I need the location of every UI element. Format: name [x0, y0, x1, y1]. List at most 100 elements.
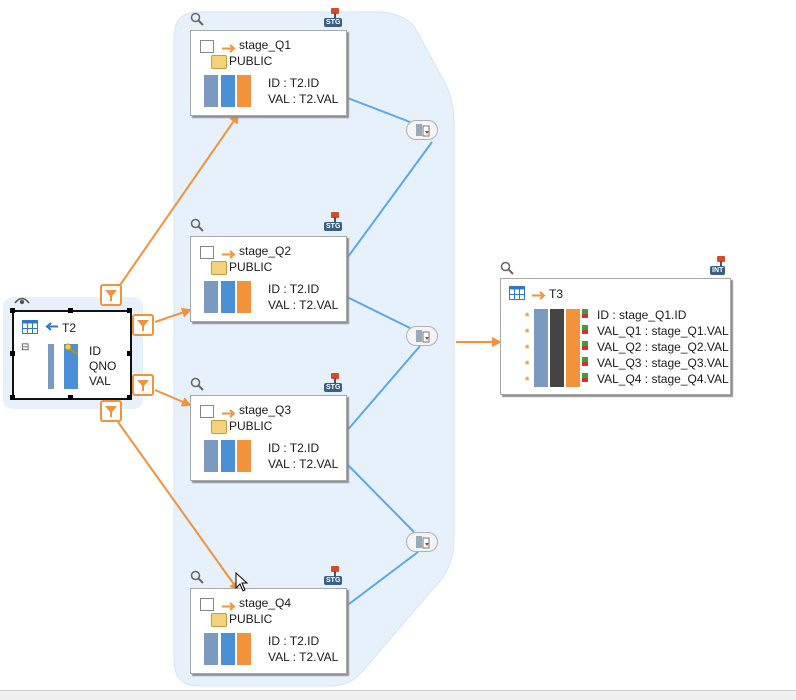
link-stage3-join3 — [344, 461, 415, 533]
table-icon — [200, 246, 214, 259]
magnifier-icon[interactable] — [190, 218, 204, 232]
stage-schema: PUBLIC — [229, 419, 273, 433]
attr-column-icon — [237, 440, 251, 472]
filter-icon[interactable] — [132, 374, 154, 396]
target-attr[interactable]: VAL_Q2 : stage_Q2.VAL — [597, 340, 729, 354]
attr-column-icon — [48, 344, 54, 389]
source-attr-id[interactable]: ID — [89, 344, 101, 358]
join-icon[interactable] — [406, 532, 438, 552]
source-table-t2[interactable]: T2 ⊟ ID QNO VAL — [12, 310, 132, 400]
target-table-t3[interactable]: T3 * * * * * ID : stage_Q1.ID VAL_Q1 : s… — [500, 278, 731, 395]
link-t2-stage3 — [154, 389, 192, 407]
collapse-icon[interactable]: ⊟ — [21, 342, 30, 353]
source-name: T2 — [62, 321, 77, 335]
link-stage2-join1 — [344, 141, 433, 262]
source-attr-qno[interactable]: QNO — [89, 359, 117, 373]
stage-node-q3[interactable]: stage_Q3 PUBLIC ID : T2.ID VAL : T2.VAL — [190, 395, 347, 481]
table-icon — [509, 286, 525, 300]
filter-icon[interactable] — [100, 284, 122, 306]
table-icon — [200, 405, 214, 418]
stage-name: stage_Q3 — [239, 403, 292, 417]
schema-icon — [211, 55, 227, 69]
attr-status-icon — [582, 309, 588, 387]
link-stage3-join2 — [344, 345, 421, 434]
attr-column-icon — [237, 281, 251, 313]
target-attr[interactable]: VAL_Q1 : stage_Q1.VAL — [597, 324, 729, 338]
schema-icon — [211, 420, 227, 434]
stage-attr[interactable]: ID : T2.ID — [268, 282, 320, 296]
magnifier-icon[interactable] — [190, 12, 204, 26]
stage-schema: PUBLIC — [229, 612, 273, 626]
attr-column-icon — [534, 309, 548, 387]
link-stage2-join2 — [344, 295, 411, 329]
stage-attr[interactable]: VAL : T2.VAL — [268, 92, 339, 106]
filter-icon[interactable] — [100, 400, 122, 422]
staging-region — [173, 11, 455, 687]
stage-tag-icon: STG — [324, 566, 346, 586]
attr-column-icon — [221, 633, 235, 665]
attr-column-icon — [550, 309, 564, 387]
load-arrow-icon — [222, 602, 236, 611]
status-bar — [0, 690, 796, 700]
link-t2-stage2 — [154, 307, 192, 323]
source-attr-val[interactable]: VAL — [89, 374, 111, 388]
stage-attr[interactable]: VAL : T2.VAL — [268, 298, 339, 312]
target-attr[interactable]: ID : stage_Q1.ID — [597, 308, 687, 322]
attr-column-icon — [221, 440, 235, 472]
stage-node-q2[interactable]: stage_Q2 PUBLIC ID : T2.ID VAL : T2.VAL — [190, 236, 347, 322]
link-stage1-join1 — [344, 96, 411, 123]
schema-icon — [211, 261, 227, 275]
table-icon — [200, 598, 214, 611]
attr-column-icon — [566, 309, 580, 387]
mouse-pointer-icon — [235, 572, 249, 592]
load-arrow-icon — [45, 322, 58, 331]
table-icon — [22, 320, 38, 334]
schema-icon — [211, 613, 227, 627]
stage-tag-icon: STG — [324, 8, 346, 28]
eye-icon[interactable] — [14, 296, 30, 306]
stage-tag-icon: STG — [324, 373, 346, 393]
stage-name: stage_Q1 — [239, 38, 292, 52]
target-attr[interactable]: VAL_Q3 : stage_Q3.VAL — [597, 356, 729, 370]
target-attr[interactable]: VAL_Q4 : stage_Q4.VAL — [597, 372, 729, 386]
target-tag-icon: INT — [710, 256, 732, 276]
link-t2-stage4 — [117, 421, 240, 592]
key-icon — [64, 343, 78, 355]
attr-column-icon — [204, 75, 218, 107]
stage-schema: PUBLIC — [229, 54, 273, 68]
stage-schema: PUBLIC — [229, 260, 273, 274]
attr-column-icon — [204, 440, 218, 472]
join-icon[interactable] — [406, 120, 438, 140]
attr-column-icon — [221, 75, 235, 107]
attr-column-icon — [237, 633, 251, 665]
filter-icon[interactable] — [132, 314, 154, 336]
load-arrow-icon — [532, 291, 546, 300]
join-icon[interactable] — [406, 326, 438, 346]
attr-column-icon — [204, 633, 218, 665]
magnifier-icon[interactable] — [190, 377, 204, 391]
magnifier-icon[interactable] — [500, 261, 514, 275]
stage-tag-icon: STG — [324, 212, 346, 232]
stage-attr[interactable]: VAL : T2.VAL — [268, 457, 339, 471]
link-stage4-join3 — [344, 551, 419, 608]
attr-column-icon — [204, 281, 218, 313]
stage-attr[interactable]: ID : T2.ID — [268, 634, 320, 648]
load-arrow-icon — [222, 250, 236, 259]
stage-attr[interactable]: ID : T2.ID — [268, 441, 320, 455]
stage-node-q1[interactable]: stage_Q1 PUBLIC ID : T2.ID VAL : T2.VAL — [190, 30, 347, 116]
link-t2-stage1 — [119, 113, 240, 286]
stage-name: stage_Q2 — [239, 244, 292, 258]
table-icon — [200, 40, 214, 53]
load-arrow-icon — [222, 44, 236, 53]
stage-node-q4[interactable]: stage_Q4 PUBLIC ID : T2.ID VAL : T2.VAL — [190, 588, 347, 674]
stage-name: stage_Q4 — [239, 596, 292, 610]
magnifier-icon[interactable] — [190, 570, 204, 584]
target-name: T3 — [549, 287, 564, 301]
load-arrow-icon — [222, 409, 236, 418]
attr-column-icon — [221, 281, 235, 313]
attr-column-icon — [237, 75, 251, 107]
stage-attr[interactable]: VAL : T2.VAL — [268, 650, 339, 664]
attr-column-icon — [64, 344, 78, 389]
stage-attr[interactable]: ID : T2.ID — [268, 76, 320, 90]
